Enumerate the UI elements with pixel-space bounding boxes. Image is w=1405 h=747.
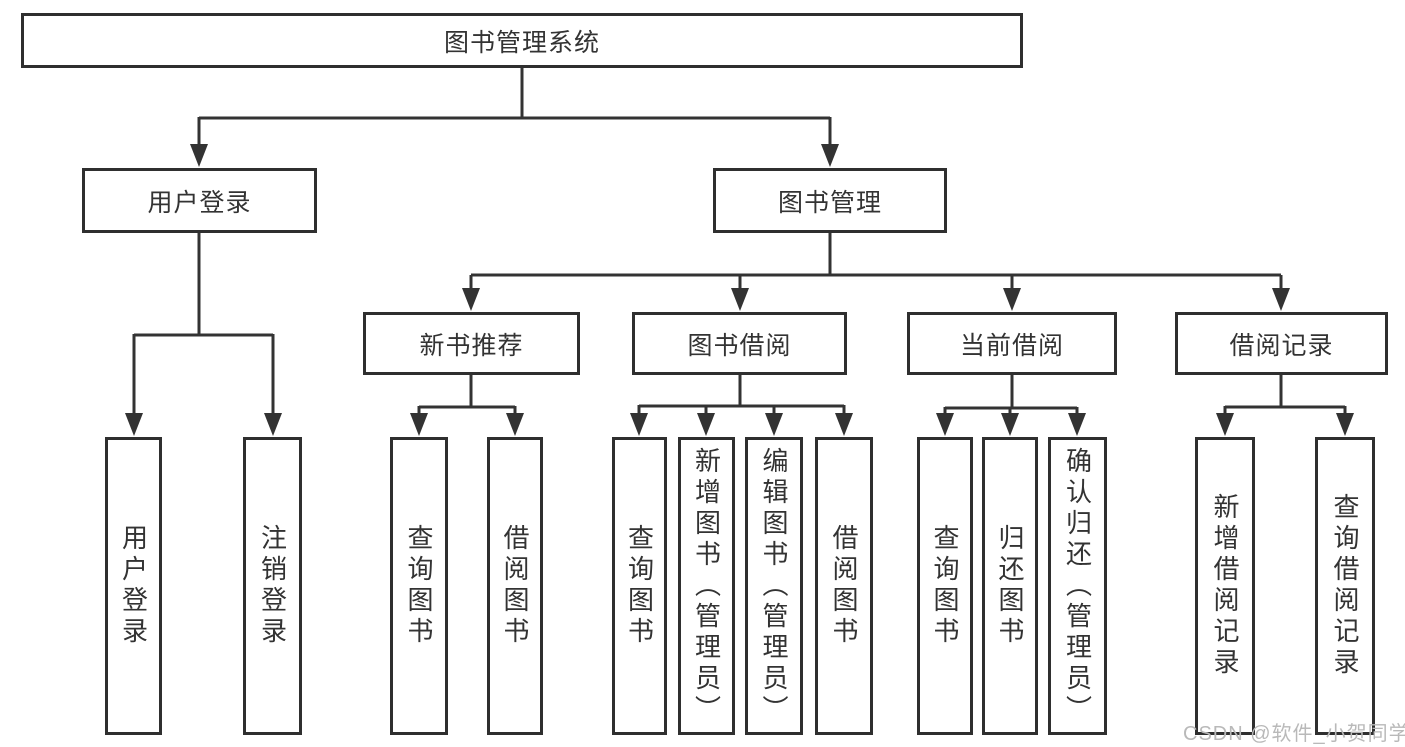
arrow-icon <box>835 413 853 436</box>
node-book-management-label: 图书管理 <box>777 188 882 217</box>
leaf-query-books-borrowing: 查询图书 <box>612 437 667 735</box>
leaf-confirm-return-admin-label: 确认归还（管理员） <box>1062 446 1093 726</box>
leaf-logout: 注销登录 <box>243 437 302 735</box>
node-borrowing-records-label: 借阅记录 <box>1229 331 1334 360</box>
node-current-borrowing-label: 当前借阅 <box>959 331 1064 360</box>
leaf-add-book-admin: 新增图书（管理员） <box>678 437 735 735</box>
node-book-borrowing: 图书借阅 <box>632 312 847 375</box>
arrow-icon <box>410 413 428 436</box>
node-borrowing-records: 借阅记录 <box>1175 312 1388 375</box>
node-book-management: 图书管理 <box>713 168 947 233</box>
node-root-label: 图书管理系统 <box>443 28 600 57</box>
leaf-confirm-return-admin: 确认归还（管理员） <box>1048 437 1107 735</box>
arrow-icon <box>125 413 143 436</box>
node-user-login: 用户登录 <box>82 168 317 233</box>
leaf-edit-book-admin: 编辑图书（管理员） <box>745 437 803 735</box>
arrow-icon <box>821 144 839 167</box>
arrow-icon <box>731 288 749 311</box>
arrow-icon <box>264 413 282 436</box>
arrow-icon <box>1272 288 1290 311</box>
node-new-book-recommend-label: 新书推荐 <box>419 331 524 360</box>
leaf-return-books-label: 归还图书 <box>995 524 1025 648</box>
leaf-query-books-current-label: 查询图书 <box>930 524 960 648</box>
arrow-icon <box>630 413 648 436</box>
arrow-icon <box>1336 413 1354 436</box>
arrowheads <box>125 144 1354 436</box>
leaf-query-books-current: 查询图书 <box>917 437 973 735</box>
arrow-icon <box>936 413 954 436</box>
leaf-add-borrow-record-label: 新增借阅记录 <box>1210 493 1240 679</box>
leaf-query-borrow-record-label: 查询借阅记录 <box>1330 493 1360 679</box>
leaf-return-books: 归还图书 <box>982 437 1038 735</box>
node-current-borrowing: 当前借阅 <box>907 312 1117 375</box>
arrow-icon <box>190 144 208 167</box>
node-new-book-recommend: 新书推荐 <box>363 312 580 375</box>
arrow-icon <box>506 413 524 436</box>
leaf-add-book-admin-label: 新增图书（管理员） <box>691 446 722 726</box>
leaf-user-login-label: 用户登录 <box>118 524 149 648</box>
leaf-edit-book-admin-label: 编辑图书（管理员） <box>759 446 789 726</box>
node-root: 图书管理系统 <box>21 13 1023 68</box>
arrow-icon <box>462 288 480 311</box>
leaf-user-login: 用户登录 <box>105 437 162 735</box>
watermark: CSDN @软件_小贺同学 <box>1183 723 1405 745</box>
leaf-query-borrow-record: 查询借阅记录 <box>1315 437 1375 735</box>
arrow-icon <box>1003 288 1021 311</box>
arrow-icon <box>765 413 783 436</box>
leaf-borrow-books-recommend: 借阅图书 <box>487 437 543 735</box>
leaf-query-books-recommend: 查询图书 <box>390 437 448 735</box>
leaf-logout-label: 注销登录 <box>257 524 288 648</box>
node-user-login-label: 用户登录 <box>147 188 252 217</box>
arrow-icon <box>1068 413 1086 436</box>
leaf-borrow-books-recommend-label: 借阅图书 <box>500 524 530 648</box>
arrow-icon <box>1216 413 1234 436</box>
leaf-add-borrow-record: 新增借阅记录 <box>1195 437 1255 735</box>
arrow-icon <box>697 413 715 436</box>
node-book-borrowing-label: 图书借阅 <box>687 331 792 360</box>
leaf-borrow-books-borrowing: 借阅图书 <box>815 437 873 735</box>
leaf-query-books-recommend-label: 查询图书 <box>404 524 434 648</box>
leaf-borrow-books-borrowing-label: 借阅图书 <box>829 524 859 648</box>
leaf-query-books-borrowing-label: 查询图书 <box>624 524 655 648</box>
arrow-icon <box>1001 413 1019 436</box>
